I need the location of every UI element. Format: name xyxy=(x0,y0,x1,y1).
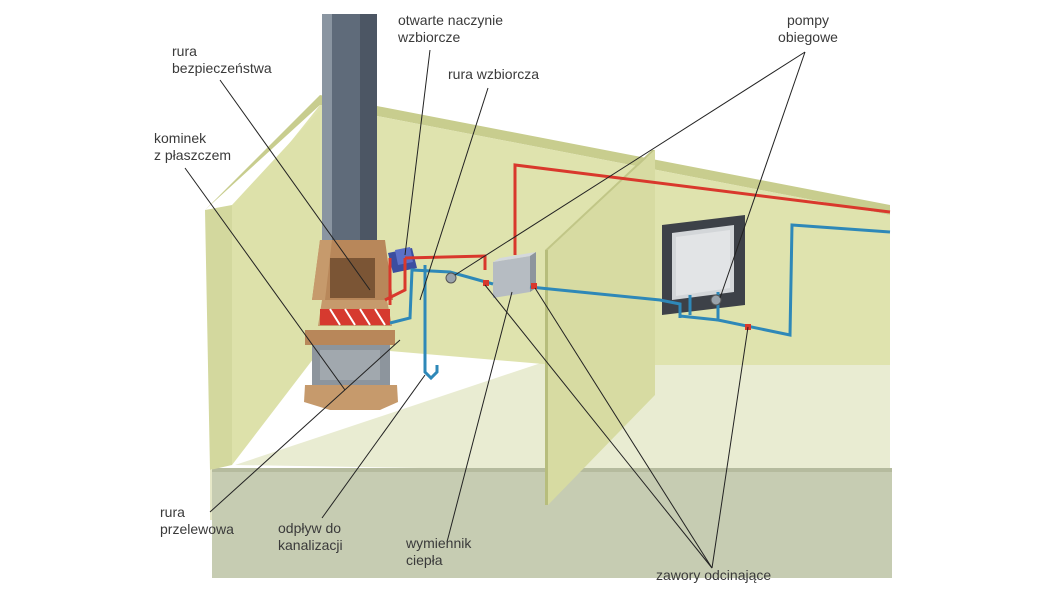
label-expansion-pipe: rura wzbiorcza xyxy=(448,66,540,82)
return-pipes xyxy=(389,223,891,381)
shutoff-valve-2 xyxy=(531,283,537,289)
left-wall xyxy=(205,110,320,470)
label-expansion-vessel: otwarte naczynie wzbiorcze xyxy=(398,12,504,45)
circulation-pump-left xyxy=(445,272,457,284)
shutoff-valve-1 xyxy=(483,280,489,286)
circulation-pump-right xyxy=(710,294,722,306)
expansion-vessel xyxy=(388,247,417,273)
label-safety-pipe: rura bezpieczeństwa xyxy=(172,43,272,76)
leader-lines xyxy=(184,49,806,569)
partition-wall xyxy=(545,150,655,505)
label-circulation-pumps: pompy obiegowe xyxy=(778,12,838,45)
label-heat-exchanger: wymiennik ciepła xyxy=(406,535,472,568)
label-fireplace: kominek z płaszczem xyxy=(154,130,232,163)
boiler-cabinet xyxy=(662,215,745,315)
fireplace xyxy=(304,240,398,410)
label-drain: odpływ do kanalizacji xyxy=(278,520,343,553)
heat-exchanger xyxy=(493,252,536,298)
label-overflow-pipe: rura przelewowa xyxy=(160,504,234,537)
chimney xyxy=(322,14,377,254)
label-shutoff-valves: zawory odcinające xyxy=(656,567,772,583)
